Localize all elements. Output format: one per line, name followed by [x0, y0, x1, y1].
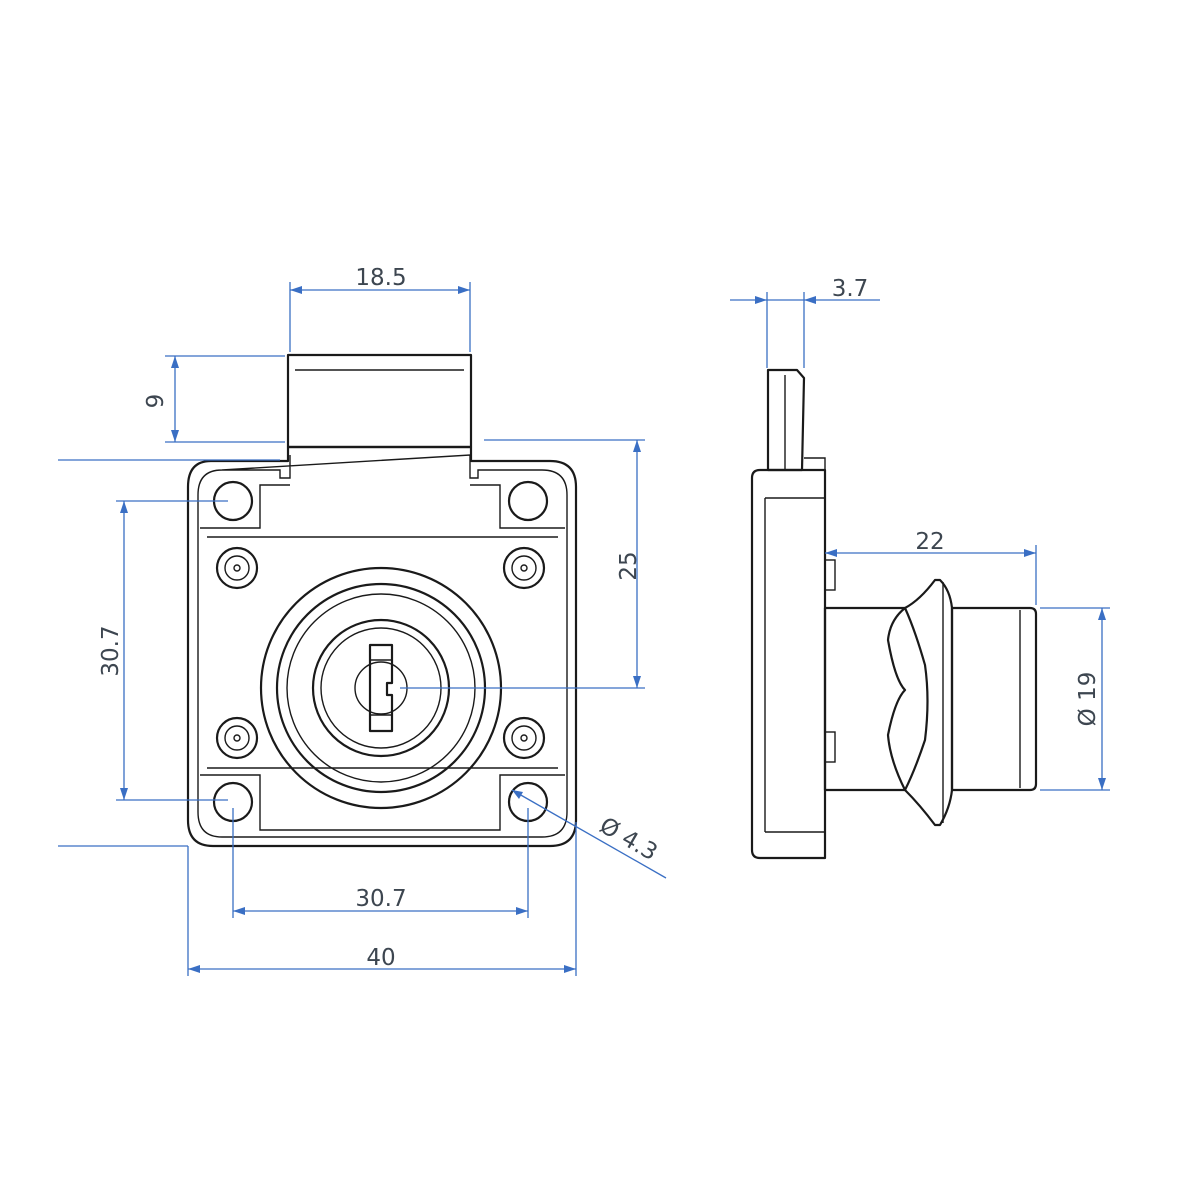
- key-cylinder-face: [259, 566, 503, 810]
- side-barrel: [950, 606, 1038, 792]
- dim-cylinder-length-label: 22: [915, 529, 944, 555]
- dim-bolt-width-label: 18.5: [355, 265, 406, 291]
- inner-plate: [197, 454, 568, 838]
- dim-overall-width-label: 40: [366, 945, 395, 971]
- rivet-top-right: [502, 546, 546, 590]
- dim-hole-diameter: Ø 4.3: [511, 789, 667, 879]
- dim-hole-spacing-horizontal: 30.7: [232, 808, 529, 918]
- mounting-hole-top-right: [507, 480, 549, 522]
- rivet-bottom-left: [215, 716, 259, 760]
- dim-bolt-height: 9: [143, 355, 285, 443]
- side-bolt: [766, 368, 806, 472]
- dim-hole-diameter-label: Ø 4.3: [595, 813, 662, 867]
- front-view: [186, 353, 578, 848]
- rivet-bottom-right: [502, 716, 546, 760]
- dim-cylinder-diameter: Ø 19: [1040, 607, 1110, 791]
- dim-cylinder-diameter-label: Ø 19: [1075, 672, 1101, 727]
- keyway: [368, 643, 394, 733]
- side-plate: [750, 468, 827, 860]
- dim-height-to-center-label: 25: [616, 551, 642, 580]
- side-flange: [903, 578, 954, 827]
- side-view: [750, 368, 1038, 860]
- dim-bolt-width: 18.5: [289, 265, 471, 352]
- dim-overall-width: 40: [187, 822, 577, 976]
- dim-cylinder-length: 22: [825, 529, 1037, 605]
- side-cylinder: [823, 606, 907, 792]
- dim-hole-spacing-horizontal-label: 30.7: [355, 886, 406, 912]
- dim-height-to-center: 25: [400, 439, 645, 689]
- dimensions: 18.5 9 25 30.: [58, 265, 1110, 976]
- dim-hole-spacing-vertical: 30.7: [98, 500, 228, 801]
- dim-bolt-height-label: 9: [143, 394, 169, 409]
- bolt: [286, 353, 473, 449]
- dim-side-plate-thickness: 3.7: [730, 276, 880, 368]
- lock-body-plate: [186, 445, 578, 848]
- dim-side-plate-thickness-label: 3.7: [832, 276, 869, 302]
- rivet-top-left: [215, 546, 259, 590]
- dim-hole-spacing-vertical-label: 30.7: [98, 625, 124, 676]
